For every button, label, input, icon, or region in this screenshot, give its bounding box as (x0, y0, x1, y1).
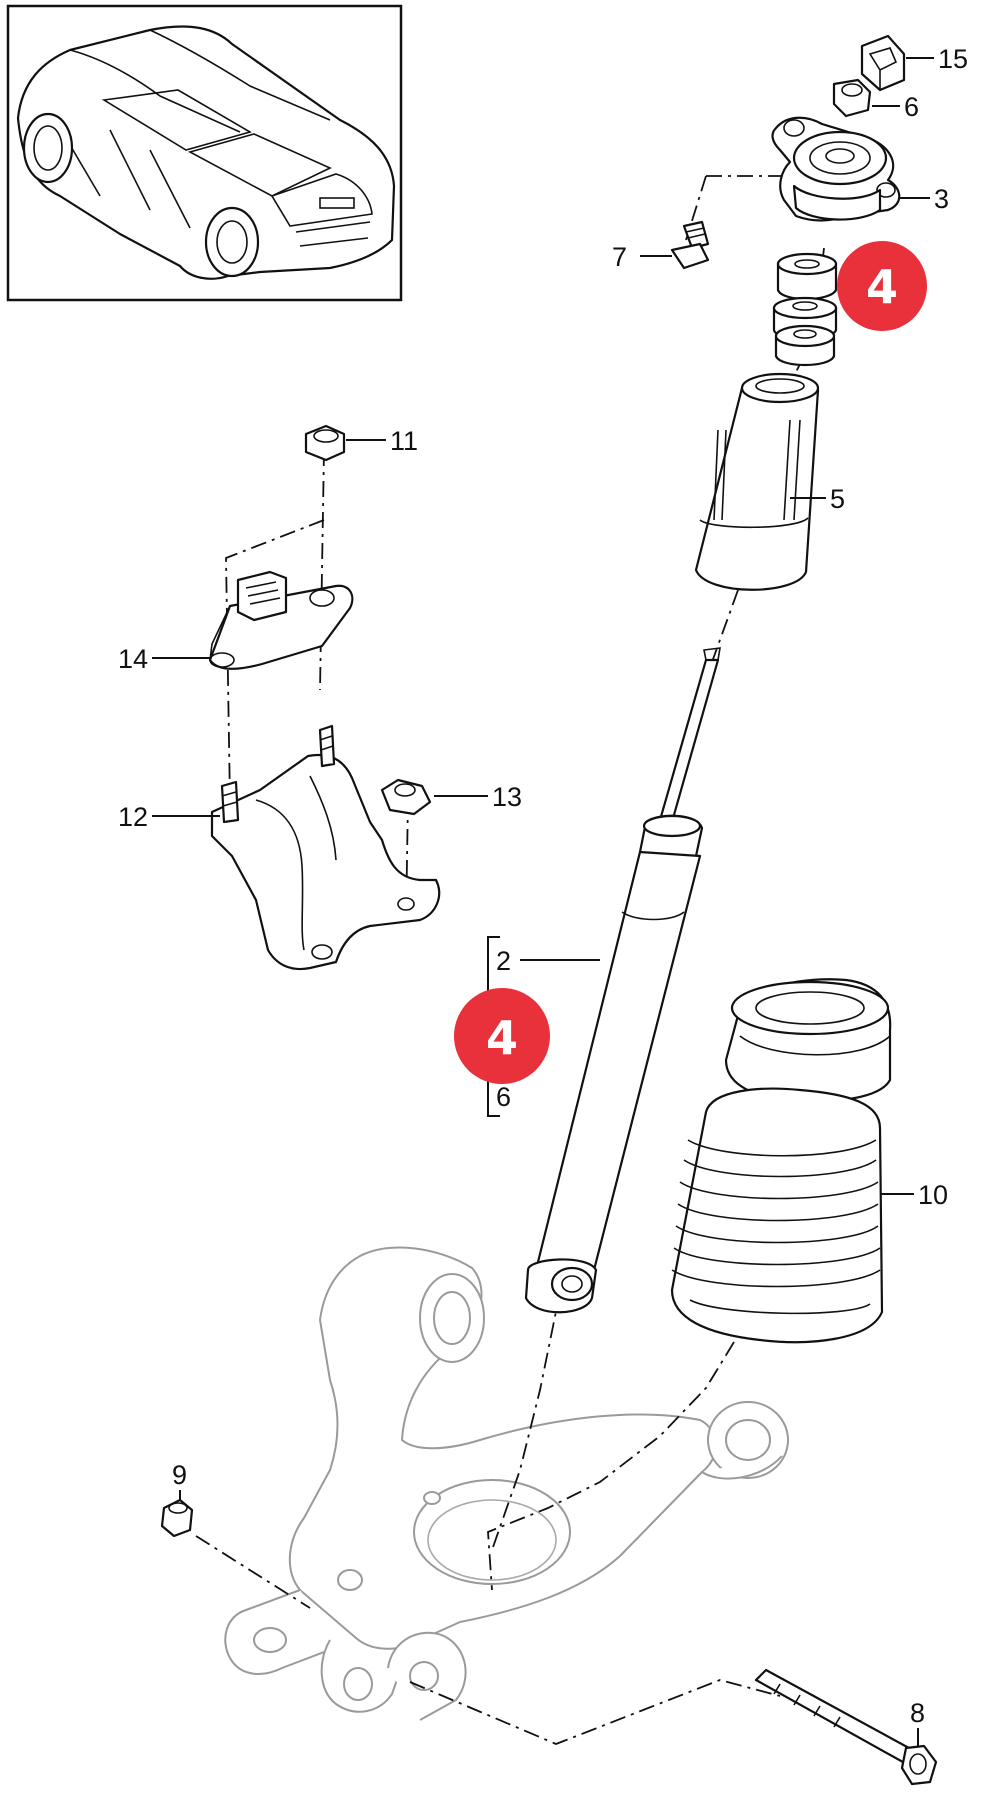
assembly-lines (195, 175, 825, 1745)
badge-top-label: 4 (866, 260, 898, 314)
clip-part (860, 34, 906, 92)
top-mount-part (771, 116, 901, 222)
long-bolt-part (754, 1668, 938, 1786)
label-6-bottom: 6 (496, 1082, 511, 1112)
label-12: 12 (118, 802, 148, 832)
label-14: 14 (118, 644, 148, 674)
label-3: 3 (934, 184, 949, 214)
label-7: 7 (612, 242, 627, 272)
label-10: 10 (918, 1180, 948, 1210)
bump-stop-parts (772, 252, 838, 366)
vehicle-thumbnail (6, 4, 403, 302)
top-nut-part (832, 78, 872, 118)
mount-bolt-part (670, 220, 710, 270)
label-9: 9 (172, 1460, 187, 1490)
callout-badge-middle: 4 (454, 988, 550, 1084)
label-13: 13 (492, 782, 522, 812)
label-8: 8 (910, 1698, 925, 1728)
label-2: 2 (496, 946, 511, 976)
label-5: 5 (830, 484, 845, 514)
dust-boot-part (694, 372, 820, 591)
label-6-top: 6 (904, 92, 919, 122)
label-15: 15 (938, 44, 968, 74)
arm-nut-part (160, 1498, 194, 1538)
shock-absorber-part (524, 647, 721, 1314)
badge-middle-label: 4 (486, 1011, 518, 1065)
car-icon (16, 25, 396, 280)
bracket-part (210, 753, 441, 971)
sensor-module-part (208, 570, 354, 670)
bracket-stud-right (318, 724, 336, 768)
callout-badge-top: 4 (837, 241, 927, 331)
label-11: 11 (390, 426, 418, 456)
bracket-nut-part (380, 778, 432, 816)
sensor-nut-part (304, 424, 346, 462)
bracket-stud-left (220, 780, 240, 824)
air-spring-part (670, 978, 892, 1344)
